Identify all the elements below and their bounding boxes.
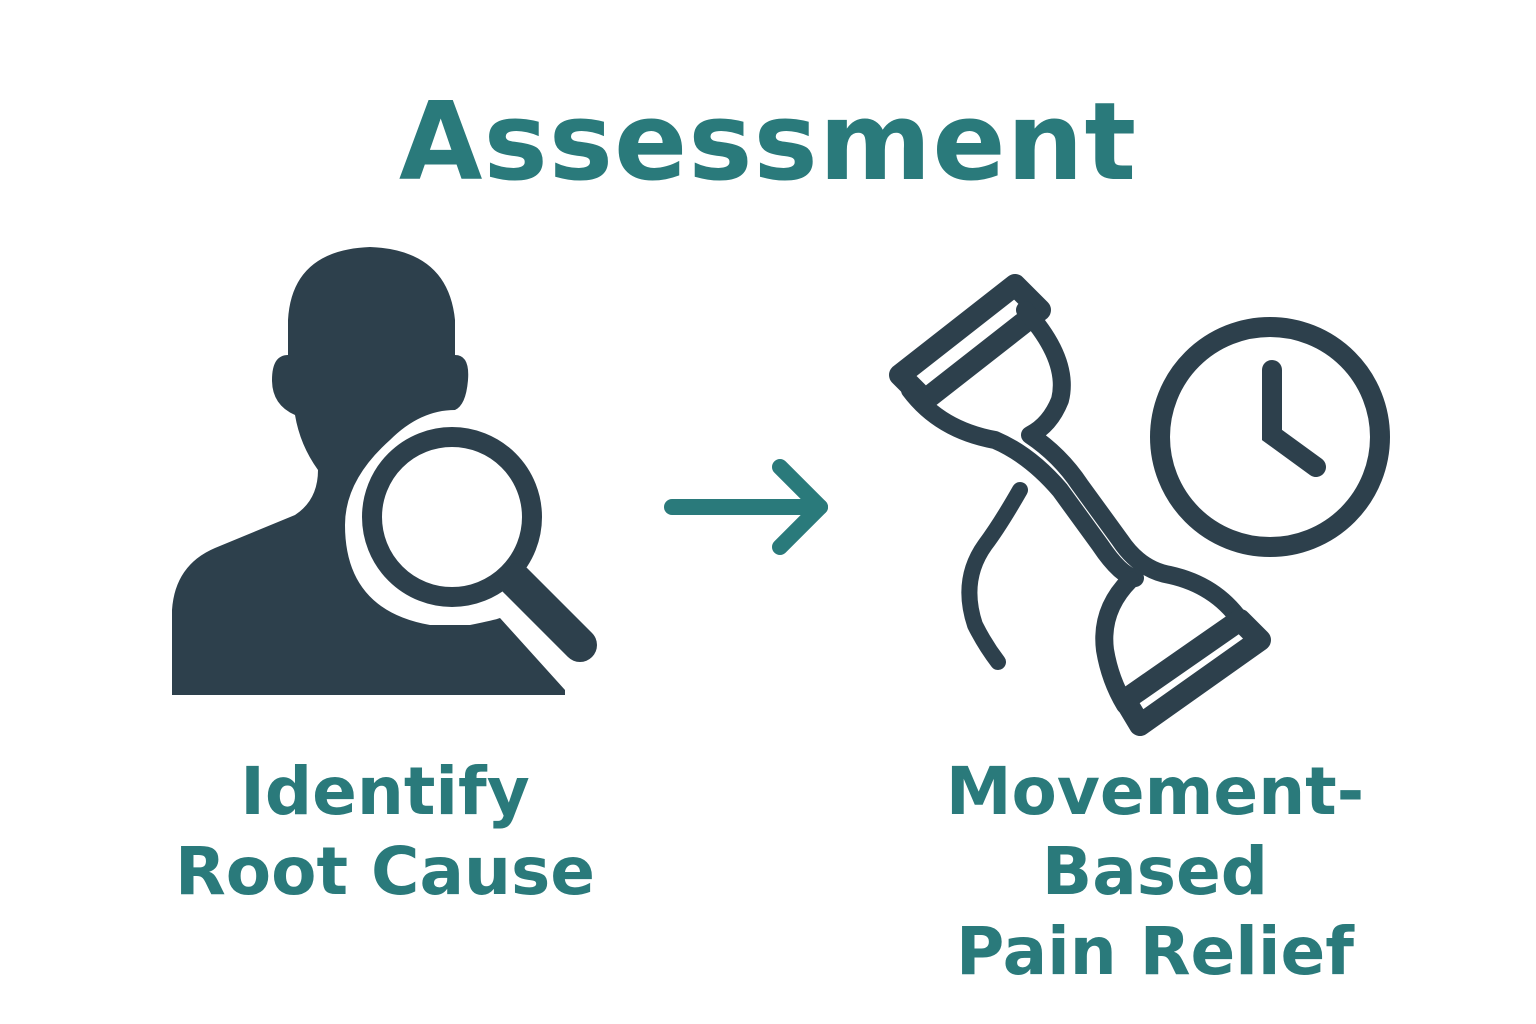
- right-label-line1: Movement-Based: [945, 753, 1365, 910]
- resistance-band-icon: [889, 274, 1271, 736]
- clock-icon: [1150, 317, 1390, 557]
- right-label-line2: Pain Relief: [955, 913, 1355, 990]
- left-label-line1: Identify: [240, 753, 530, 830]
- diagram-title: Assessment: [398, 80, 1138, 205]
- left-label-line2: Root Cause: [174, 833, 596, 910]
- right-step-label: Movement-Based Pain Relief: [850, 752, 1460, 992]
- arrow-right-icon: [664, 459, 828, 555]
- person-magnifier-icon: [172, 247, 597, 695]
- left-step-label: Identify Root Cause: [130, 752, 640, 912]
